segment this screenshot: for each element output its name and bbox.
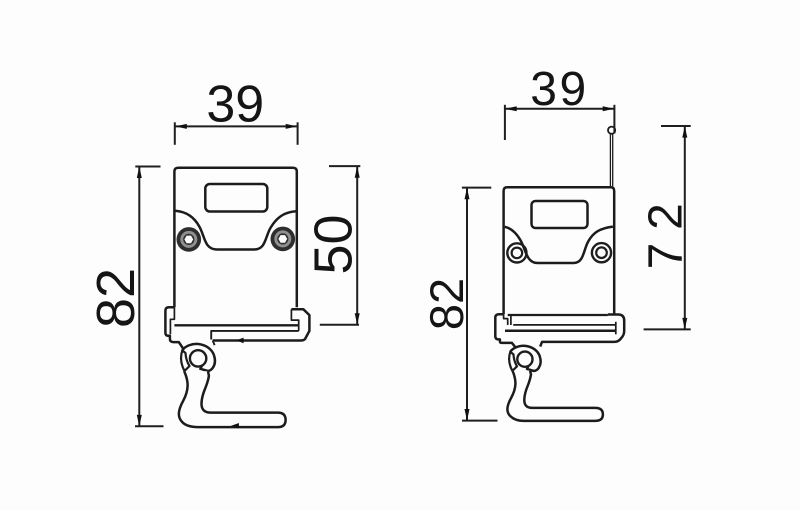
svg-text:39: 39 — [530, 63, 588, 116]
svg-text:7: 7 — [639, 243, 692, 270]
svg-text:39: 39 — [206, 76, 264, 134]
svg-text:82: 82 — [420, 278, 473, 330]
svg-text:2: 2 — [639, 203, 692, 230]
svg-text:50: 50 — [303, 214, 363, 274]
svg-text:82: 82 — [86, 268, 146, 328]
